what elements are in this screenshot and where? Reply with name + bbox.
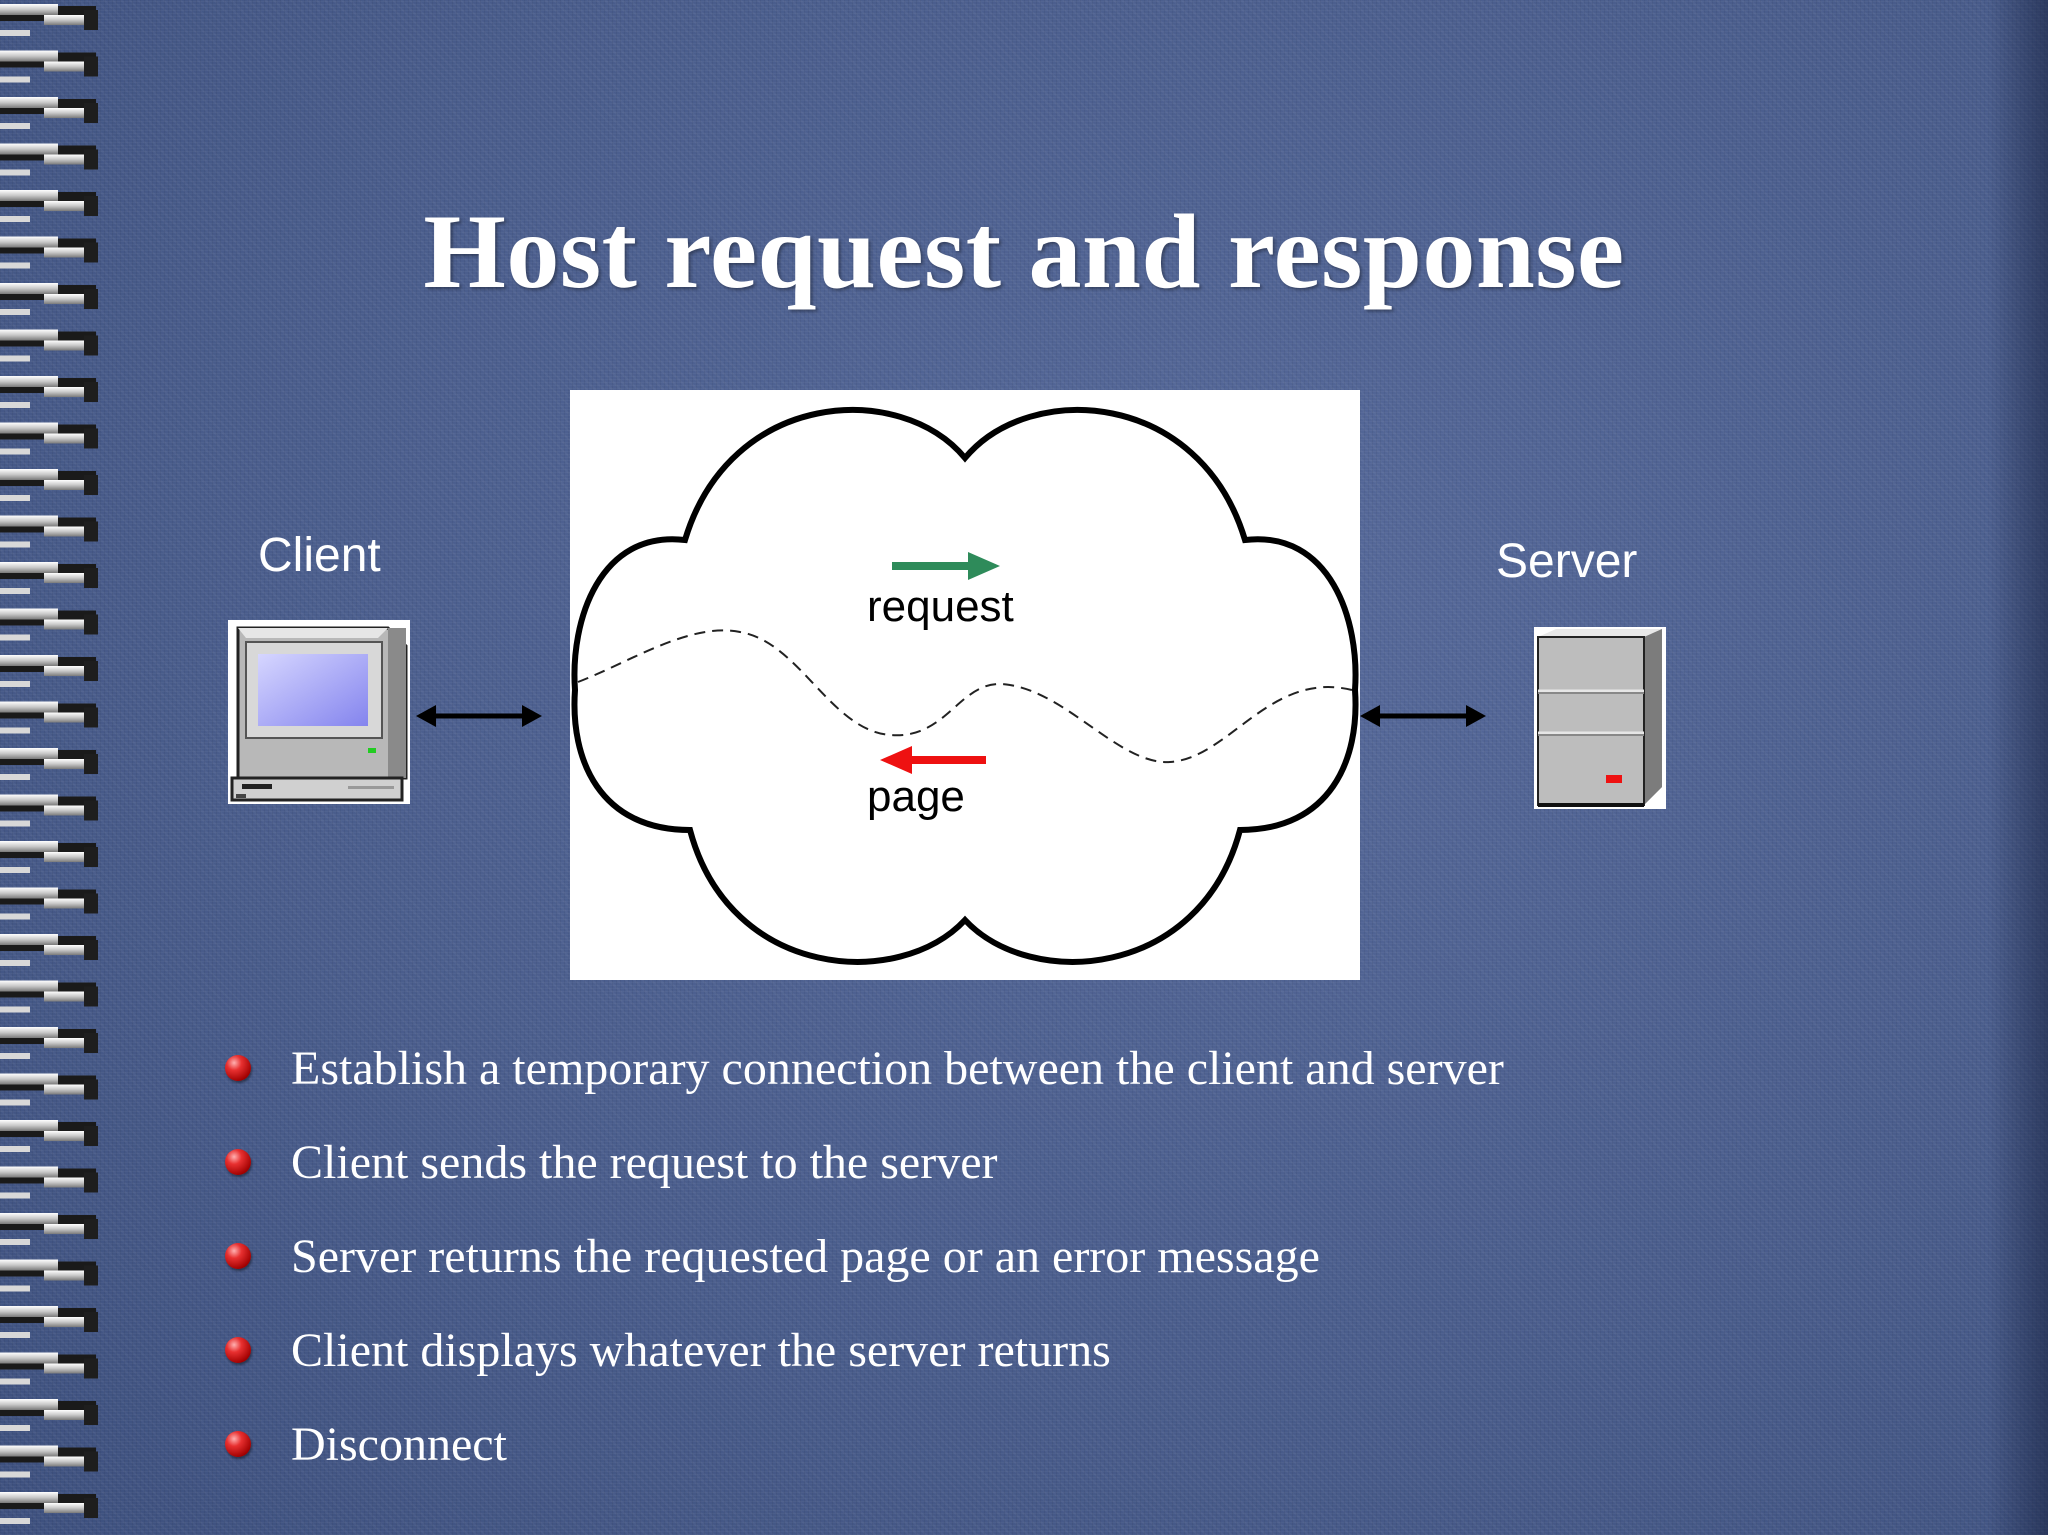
page-arrow-icon <box>880 746 986 774</box>
server-connection-arrow <box>1360 705 1486 727</box>
list-item: Establish a temporary connection between… <box>225 1030 1504 1124</box>
cloud-icon <box>571 407 1359 965</box>
list-item: Client displays whatever the server retu… <box>225 1312 1504 1406</box>
bullet-list: Establish a temporary connection between… <box>225 1030 1504 1500</box>
bullet-icon <box>225 1431 251 1457</box>
bullet-text: Server returns the requested page or an … <box>291 1229 1320 1283</box>
bullet-icon <box>225 1243 251 1269</box>
page-title: Host request and response <box>423 193 1625 311</box>
bullet-text: Client displays whatever the server retu… <box>291 1323 1111 1377</box>
bullet-text: Disconnect <box>291 1417 507 1471</box>
list-item: Server returns the requested page or an … <box>225 1218 1504 1312</box>
bullet-icon <box>225 1337 251 1363</box>
bullet-text: Client sends the request to the server <box>291 1135 998 1189</box>
internet-cloud-diagram: request page <box>570 390 1360 980</box>
request-arrow-icon <box>892 552 1000 580</box>
computer-icon <box>228 620 410 804</box>
list-item: Disconnect <box>225 1406 1504 1500</box>
request-label: request <box>867 582 1014 631</box>
page-label: page <box>867 772 965 821</box>
list-item: Client sends the request to the server <box>225 1124 1504 1218</box>
bullet-text: Establish a temporary connection between… <box>291 1041 1504 1095</box>
client-connection-arrow <box>416 705 542 727</box>
bullet-icon <box>225 1149 251 1175</box>
server-label: Server <box>1496 535 1638 588</box>
page-edge-shadow <box>1988 0 2048 1535</box>
client-label: Client <box>258 529 381 582</box>
spiral-binding-icon <box>0 4 98 1524</box>
server-tower-icon <box>1534 627 1666 809</box>
bullet-icon <box>225 1055 251 1081</box>
